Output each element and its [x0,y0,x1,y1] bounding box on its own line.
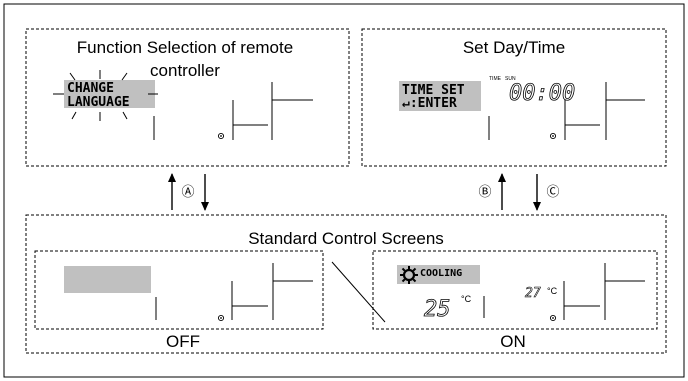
arrow-a: Ⓐ [168,173,209,211]
lcd-segment-outline [549,263,645,322]
mode-label: COOLING [420,268,462,279]
lcd-time-set-label: TIME SET [402,83,465,98]
function-selection-lcd: CHANGE LANGUAGE [53,70,313,140]
time-readout: 00:00 [509,81,575,106]
on-screen-border [372,250,658,330]
transition-arrows: Ⓐ Ⓑ Ⓒ [168,173,560,211]
set-temperature: 25 [424,297,451,322]
arrow-c: Ⓒ [533,174,560,211]
diagonal-separator [331,261,386,323]
lcd-change-label: CHANGE [67,81,114,96]
lcd-segment-outline [155,263,313,322]
arrow-a-label: Ⓐ [181,185,194,200]
blink-marks [53,70,158,121]
lcd-enter-label: ↵:ENTER [402,96,457,111]
lcd-highlight [64,80,155,108]
function-selection-title-line1: Function Selection of remote [77,38,293,57]
function-selection-title-line2: controller [150,61,220,80]
set-day-time-border [361,28,667,167]
room-temperature: 27 [525,286,541,301]
function-selection-panel: Function Selection of remote controller … [25,28,350,167]
arrow-c-label: Ⓒ [546,185,559,200]
standard-control-border [25,214,667,354]
off-screen-border [34,250,324,330]
arrow-b-label: Ⓑ [478,185,491,200]
function-selection-border [25,28,350,167]
set-temperature-unit: °C [461,294,472,304]
set-day-time-title: Set Day/Time [463,38,565,57]
set-day-time-lcd: TIME SET ↵:ENTER TIME SUN 00:00 [399,76,645,140]
room-temperature-unit: °C [547,286,558,296]
standard-control-panel: Standard Control Screens OFF [25,214,667,354]
lcd-highlight [399,81,481,111]
on-caption: ON [500,332,526,351]
off-screen: OFF [34,250,324,351]
lcd-segment-outline [488,82,645,140]
set-day-time-panel: Set Day/Time TIME SET ↵:ENTER TIME SUN 0… [361,28,667,167]
arrow-b: Ⓑ [478,173,506,210]
standard-control-title: Standard Control Screens [248,229,444,248]
on-screen: COOLING 25 °C 27 °C ON [372,250,658,351]
fan-icon [400,266,418,284]
lcd-segment-outline [153,82,313,140]
day-indicator: SUN [505,76,516,82]
off-caption: OFF [166,332,200,351]
time-indicator: TIME [489,76,502,82]
on-lcd-highlight [397,265,480,284]
off-lcd-highlight [64,266,151,293]
outer-frame [3,3,685,378]
lcd-language-label: LANGUAGE [67,95,130,110]
